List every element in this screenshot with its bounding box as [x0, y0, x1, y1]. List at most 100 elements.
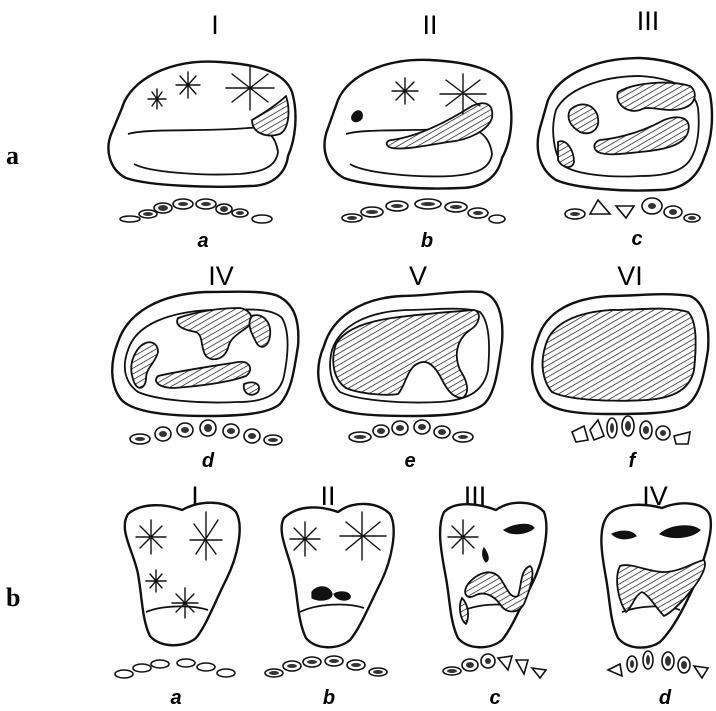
- cusp-triangle-icon: [616, 206, 634, 218]
- cusp-core-icon: [268, 438, 278, 442]
- cusp-ellipse-icon: [217, 669, 235, 677]
- cusp-row-letter: b: [323, 687, 335, 709]
- dentine-exposure: [244, 382, 259, 394]
- cusp-row: [572, 416, 690, 444]
- cusp-core-icon: [485, 658, 491, 664]
- cusp-core-icon: [570, 212, 580, 216]
- row-label-a: a: [6, 141, 19, 170]
- cusp-row-letter: c: [631, 228, 642, 250]
- cusp-core-icon: [391, 204, 403, 208]
- cusp-ellipse-icon: [489, 215, 505, 223]
- cusp-core-icon: [377, 428, 385, 434]
- row-a-stage-1: I a: [108, 10, 295, 252]
- cusp-row: [443, 654, 546, 678]
- cusp-core-icon: [347, 216, 357, 220]
- dentine-exposure: [543, 309, 696, 401]
- cusp-core-icon: [648, 203, 656, 209]
- cusp-core-icon: [354, 435, 366, 439]
- cusp-core-icon: [287, 664, 297, 668]
- cusp-core-icon: [181, 427, 189, 433]
- cusp-core-icon: [329, 659, 339, 663]
- cusp-core-icon: [665, 656, 671, 666]
- cusp-ellipse-icon: [177, 659, 195, 667]
- cusp-core-icon: [660, 430, 666, 436]
- cusp-row-letter: b: [421, 230, 433, 252]
- stage-label: IV: [208, 261, 234, 291]
- cusp-core-icon: [625, 421, 631, 431]
- cusp-ellipse-icon: [197, 663, 215, 671]
- cusp-wedge-icon: [590, 420, 604, 440]
- cusp-core-icon: [307, 660, 317, 664]
- cusp-core-icon: [158, 205, 168, 211]
- cusp-row: [565, 198, 700, 222]
- cusp-core-icon: [351, 663, 361, 667]
- stage-label: III: [637, 6, 660, 36]
- cusp-core-icon: [269, 671, 279, 675]
- row-a-stage-4: IV d: [112, 261, 298, 472]
- cusp-core-icon: [418, 424, 426, 430]
- cusp-core-icon: [643, 426, 649, 434]
- stage-label: V: [409, 261, 427, 291]
- row-label-b: b: [6, 583, 20, 612]
- cusp-row: [342, 199, 505, 223]
- cusp-wedge-icon: [608, 664, 622, 676]
- dentine-exposure: [617, 83, 694, 111]
- cusp-wedge-icon: [572, 426, 588, 442]
- cusp-core-icon: [236, 211, 244, 215]
- cusp-core-icon: [366, 210, 378, 214]
- cusp-core-icon: [450, 205, 462, 209]
- cusp-core-icon: [458, 435, 468, 439]
- cusp-row: [115, 659, 235, 678]
- cusp-ellipse-icon: [133, 664, 151, 672]
- row-b-stage-3: III c: [440, 481, 546, 709]
- cusp-ellipse-icon: [151, 660, 169, 668]
- cusp-core-icon: [135, 437, 145, 441]
- cusp-row-letter: c: [489, 687, 500, 709]
- cusp-core-icon: [143, 212, 153, 216]
- cusp-ellipse-icon: [120, 216, 140, 222]
- cusp-core-icon: [421, 202, 435, 206]
- row-a-stage-3: III c: [538, 6, 712, 250]
- cusp-core-icon: [466, 662, 474, 668]
- cusp-row: [608, 651, 708, 678]
- cusp-core-icon: [227, 428, 235, 434]
- cusp-core-icon: [373, 670, 383, 674]
- row-b-stage-1: I a: [115, 481, 240, 709]
- stage-label: II: [422, 10, 437, 40]
- cusp-row: [130, 420, 282, 445]
- cusp-star-icon: [392, 78, 418, 104]
- cusp-core-icon: [178, 202, 188, 206]
- cusp-wedge-icon: [694, 666, 708, 678]
- cusp-triangle-icon: [532, 668, 546, 678]
- cusp-row-letter: a: [170, 687, 181, 709]
- cusp-row-letter: a: [197, 230, 208, 252]
- cusp-triangle-icon: [590, 200, 610, 214]
- cusp-core-icon: [646, 655, 650, 665]
- cusp-row: [120, 199, 272, 223]
- row-b-stage-2: II b: [265, 481, 394, 709]
- cusp-row-letter: d: [659, 687, 672, 709]
- cusp-core-icon: [201, 202, 211, 206]
- cusp-star-icon: [176, 72, 200, 98]
- cusp-core-icon: [447, 669, 457, 673]
- cusp-core-icon: [220, 206, 228, 212]
- cusp-core-icon: [473, 211, 483, 215]
- cusp-core-icon: [396, 425, 404, 431]
- cusp-core-icon: [204, 424, 212, 432]
- cusp-ellipse-icon: [252, 215, 272, 223]
- cusp-wedge-icon: [674, 432, 690, 444]
- cusp-core-icon: [669, 209, 677, 215]
- cusp-row-letter: e: [404, 450, 415, 472]
- stage-label: VI: [617, 261, 643, 291]
- stage-label: II: [320, 481, 335, 511]
- cusp-row: [265, 656, 387, 677]
- row-b-stage-4: IV d: [601, 481, 711, 709]
- cusp-core-icon: [630, 660, 634, 668]
- cusp-core-icon: [610, 423, 614, 433]
- stage-label: I: [211, 10, 219, 40]
- tooth-outline: [125, 503, 240, 646]
- cusp-row: [349, 420, 473, 442]
- cusp-triangle-icon: [498, 656, 512, 670]
- cusp-core-icon: [248, 433, 256, 439]
